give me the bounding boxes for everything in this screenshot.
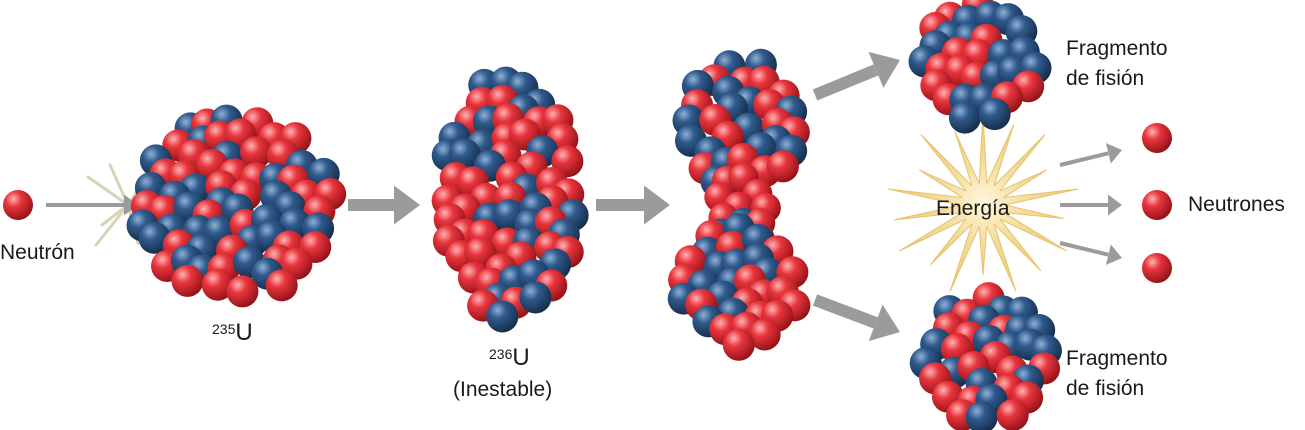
proton-sphere	[201, 268, 234, 301]
free-neutrons	[1142, 123, 1172, 283]
arrow-shaft	[596, 199, 644, 211]
neutron-sphere	[138, 221, 171, 254]
arrow-to-u236	[348, 185, 420, 225]
arrow-shaft	[46, 203, 124, 207]
u235-symbol: U	[235, 319, 253, 346]
arrow-shaft	[812, 294, 878, 329]
u236-symbol: U	[512, 344, 530, 371]
u235-label: 235U	[212, 318, 253, 348]
arrow-to-fragment-top	[812, 51, 901, 101]
incoming-neutron-sphere	[3, 190, 33, 220]
energy-label: Energía	[936, 197, 1010, 220]
uranium-236-nucleus	[431, 66, 589, 333]
arrow-head	[868, 51, 901, 88]
fragment-top-label-line1: Fragmento	[1066, 37, 1168, 60]
fragment-top-label-line2: de fisión	[1066, 67, 1145, 90]
proton-sphere	[240, 136, 273, 169]
unstable-label: (Inestable)	[453, 378, 553, 401]
neutron-sphere	[948, 101, 981, 134]
arrow-neutron-incoming	[46, 194, 138, 216]
energy-burst-icon	[887, 112, 1079, 292]
fragment-bottom-label-line2: de fisión	[1066, 377, 1145, 400]
arrow-shaft	[1059, 241, 1109, 257]
arrow-head	[1108, 194, 1122, 216]
arrow-to-fragment-bottom	[812, 294, 901, 342]
spark-line	[100, 203, 130, 227]
neutron-sphere	[519, 281, 552, 314]
neutron-label: Neutrón	[0, 241, 75, 264]
proton-sphere	[226, 275, 259, 308]
spark-line	[86, 175, 130, 207]
u236-label: 236U	[489, 343, 530, 373]
u235-mass-number: 235	[212, 321, 236, 337]
arrow-head	[868, 304, 901, 342]
proton-sphere	[766, 150, 799, 183]
proton-sphere	[722, 328, 755, 361]
splitting-nucleus	[667, 48, 811, 361]
arrow-shaft	[1060, 203, 1108, 207]
proton-sphere	[171, 264, 204, 297]
free-neutron-sphere	[1142, 123, 1172, 153]
arrow-neutron-out-top	[1059, 143, 1123, 167]
fragment-bottom-label-line1: Fragmento	[1066, 347, 1168, 370]
arrow-to-split	[596, 185, 670, 225]
arrow-head	[644, 185, 670, 225]
arrow-head	[394, 185, 420, 225]
free-neutron-sphere	[1142, 253, 1172, 283]
neutrons-label: Neutrones	[1188, 193, 1285, 216]
spark-line	[94, 203, 130, 247]
arrow-shaft	[812, 64, 879, 101]
proton-sphere	[265, 269, 298, 302]
proton-sphere	[748, 318, 781, 351]
free-neutron-sphere	[1142, 190, 1172, 220]
u236-mass-number: 236	[489, 346, 513, 362]
arrow-head	[1105, 143, 1123, 164]
arrow-head	[1105, 244, 1123, 265]
arrows-layer	[46, 51, 1123, 342]
arrow-neutron-out-bottom	[1059, 241, 1123, 265]
arrow-shaft	[348, 199, 394, 211]
fission-fragment-bottom	[909, 282, 1062, 430]
arrow-neutron-out-middle	[1060, 194, 1122, 216]
neutron-sphere	[965, 401, 998, 430]
uranium-235-nucleus	[3, 104, 347, 308]
arrow-shaft	[1059, 151, 1109, 167]
neutron-sphere	[486, 300, 519, 333]
proton-sphere	[996, 398, 1029, 430]
fission-fragment-top	[908, 0, 1052, 134]
neutron-sphere	[978, 98, 1011, 131]
